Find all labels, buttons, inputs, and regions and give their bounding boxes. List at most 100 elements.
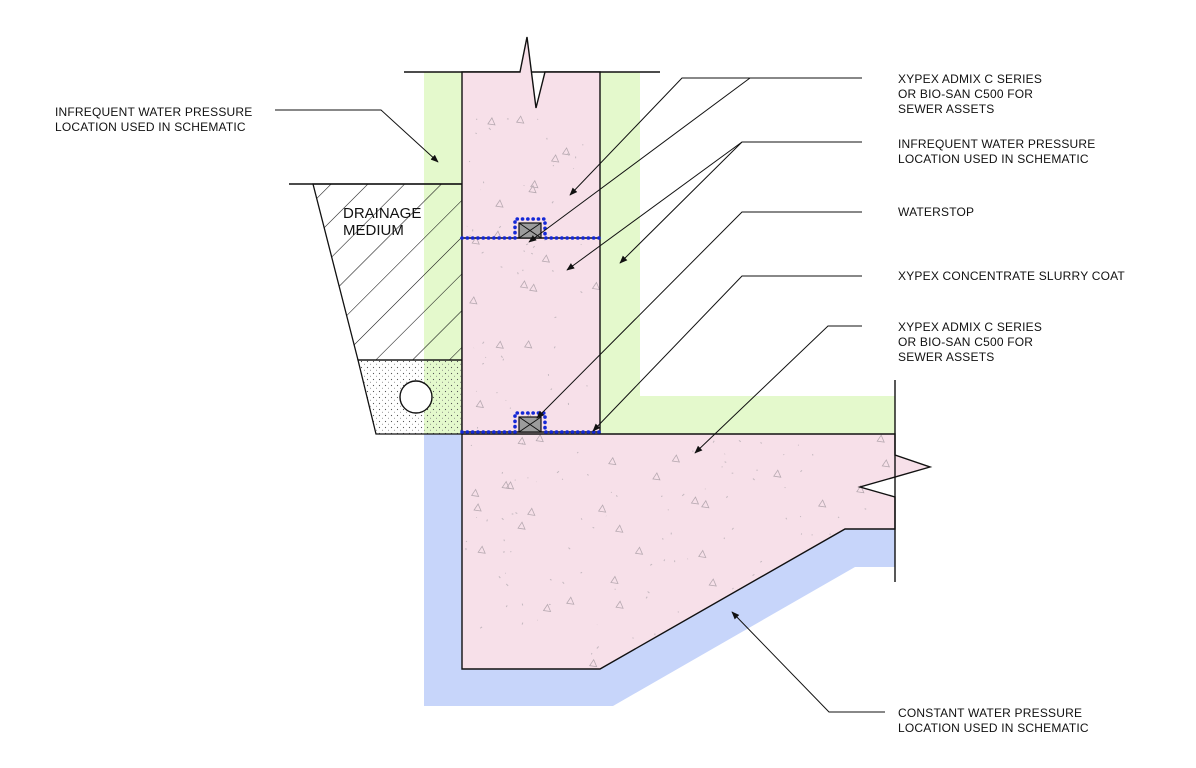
callout-line: WATERSTOP	[898, 205, 974, 219]
aggregate-speck	[561, 478, 564, 480]
drainage-label-line: DRAINAGE	[343, 205, 421, 222]
aggregate-speck	[615, 524, 624, 533]
aggregate-speck	[634, 546, 644, 555]
aggregate-speck	[475, 132, 478, 135]
aggregate-speck	[485, 356, 487, 359]
aggregate-speck	[647, 591, 650, 594]
aggregate-speck	[731, 527, 734, 530]
aggregate-speck	[469, 296, 478, 305]
aggregate-speck	[473, 503, 482, 512]
aggregate-speck	[811, 534, 813, 536]
aggregate-speck	[632, 637, 634, 639]
aggregate-speck	[502, 358, 505, 361]
aggregate-speck	[738, 440, 742, 443]
aggregate-speck	[662, 538, 664, 540]
aggregate-speck	[649, 563, 653, 566]
leader-right-infrequent	[619, 141, 862, 264]
aggregate-speck	[501, 480, 510, 490]
aggregate-speck	[505, 481, 515, 490]
aggregate-speck	[554, 316, 557, 319]
callout-line: XYPEX ADMIX C SERIES	[898, 320, 1042, 334]
aggregate-speck	[495, 199, 504, 208]
aggregate-speck	[724, 453, 726, 455]
callout-line: SEWER ASSETS	[898, 350, 994, 364]
callout-slurry: XYPEX CONCENTRATE SLURRY COAT	[898, 269, 1125, 283]
aggregate-speck	[523, 340, 533, 349]
aggregate-speck	[475, 399, 485, 409]
aggregate-speck	[550, 154, 560, 163]
callout-line: OR BIO-SAN C500 FOR	[898, 335, 1033, 349]
callout-line: XYPEX ADMIX C SERIES	[898, 72, 1042, 86]
callout-left-infrequent: INFREQUENT WATER PRESSURE LOCATION USED …	[55, 105, 256, 134]
aggregate-speck	[591, 281, 601, 290]
leader-admix-top	[569, 77, 862, 196]
drain-pipe	[399, 380, 433, 414]
aggregate-speck	[592, 526, 595, 529]
aggregate-speck	[521, 622, 524, 625]
leader-left-infrequent	[275, 109, 439, 163]
aggregate-speck	[671, 454, 681, 463]
aggregate-speck	[471, 236, 480, 245]
aggregate-speck	[731, 587, 734, 590]
aggregate-speck	[561, 147, 571, 156]
aggregate-speck	[615, 600, 624, 609]
aggregate-speck	[501, 471, 504, 474]
aggregate-speck	[529, 283, 538, 292]
aggregate-speck	[542, 603, 552, 613]
aggregate-speck	[712, 440, 715, 443]
aggregate-speck	[785, 517, 788, 520]
aggregate-speck	[701, 499, 710, 509]
aggregate-speck	[498, 225, 502, 229]
aggregate-speck	[752, 574, 755, 576]
drainage-label-line: MEDIUM	[343, 222, 404, 239]
aggregate-speck	[567, 153, 570, 156]
slurry-coat-dots	[460, 217, 602, 240]
aggregate-speck	[541, 254, 551, 263]
aggregate-speck	[566, 596, 575, 605]
callout-line: LOCATION USED IN SCHEMATIC	[898, 152, 1089, 166]
aggregate-speck	[503, 539, 505, 542]
aggregate-speck	[876, 434, 885, 443]
aggregate-speck	[551, 270, 554, 272]
aggregate-speck	[519, 280, 529, 289]
aggregate-speck	[535, 433, 544, 443]
aggregate-speck	[580, 518, 583, 520]
callout-constant: CONSTANT WATER PRESSURE LOCATION USED IN…	[898, 706, 1089, 735]
callout-line: XYPEX CONCENTRATE SLURRY COAT	[898, 269, 1125, 283]
aggregate-speck	[615, 495, 618, 497]
aggregate-speck	[580, 571, 583, 574]
aggregate-speck	[517, 436, 526, 445]
aggregate-speck	[528, 184, 537, 194]
aggregate-speck	[580, 291, 583, 294]
aggregate-speck	[482, 362, 485, 365]
callout-line: SEWER ASSETS	[898, 102, 994, 116]
aggregate-speck	[864, 508, 867, 510]
constant-pressure-zone	[424, 434, 895, 706]
aggregate-speck	[660, 495, 663, 498]
waterstop-cross	[518, 416, 542, 433]
leader-admix-top-2	[528, 77, 751, 243]
aggregate-speck	[505, 583, 509, 587]
aggregate-speck	[486, 519, 488, 522]
callout-line: CONSTANT WATER PRESSURE	[898, 706, 1082, 720]
aggregate-speck	[544, 239, 546, 241]
leader-constant	[731, 611, 885, 713]
aggregate-speck	[523, 250, 525, 253]
callout-admix-top: XYPEX ADMIX C SERIES OR BIO-SAN C500 FOR…	[898, 72, 1046, 116]
aggregate-speck	[837, 516, 840, 519]
aggregate-speck	[495, 340, 504, 349]
callout-right-infrequent: INFREQUENT WATER PRESSURE LOCATION USED …	[898, 137, 1099, 166]
aggregate-speck	[608, 456, 617, 466]
aggregate-speck	[568, 547, 571, 550]
aggregate-speck	[505, 605, 508, 608]
aggregate-speck	[465, 540, 468, 543]
callout-waterstop: WATERSTOP	[898, 205, 974, 219]
aggregate-speck	[596, 646, 600, 649]
aggregate-speck	[509, 407, 512, 409]
aggregate-speck	[562, 581, 565, 585]
aggregate-speck	[752, 478, 755, 481]
drainage-medium-label: DRAINAGE MEDIUM	[343, 205, 426, 239]
aggregate-speck	[681, 493, 685, 497]
aggregate-speck	[498, 575, 501, 579]
aggregate-speck	[551, 201, 554, 204]
